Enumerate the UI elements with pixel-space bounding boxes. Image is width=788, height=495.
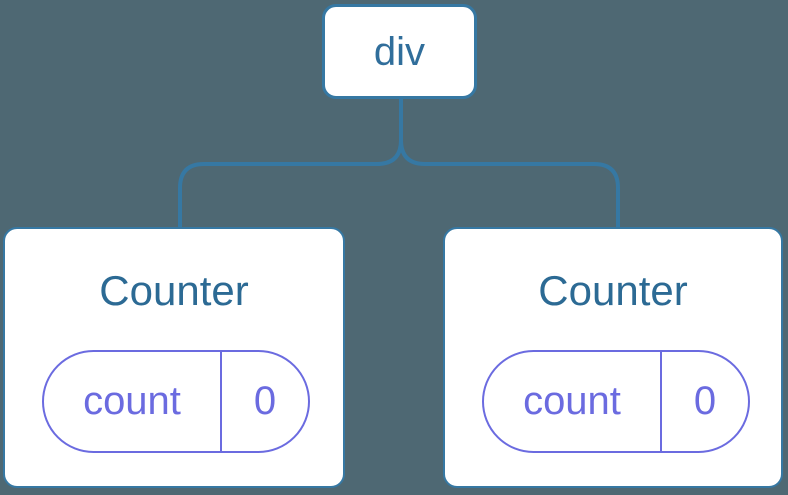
state-value: 0 xyxy=(660,352,748,451)
state-value: 0 xyxy=(220,352,308,451)
state-pill: count 0 xyxy=(482,350,750,453)
state-key: count xyxy=(523,379,621,423)
counter-title: Counter xyxy=(99,267,249,314)
connector-left-branch xyxy=(178,98,403,228)
state-pill: count 0 xyxy=(42,350,310,453)
tree-node-counter-second: Counter count 0 xyxy=(443,227,783,488)
connector-right-branch xyxy=(399,98,620,228)
root-node-label: div xyxy=(373,29,426,74)
tree-node-counter-first: Counter count 0 xyxy=(3,227,345,488)
tree-node-div: div xyxy=(322,4,477,99)
state-key: count xyxy=(83,379,181,423)
counter-title: Counter xyxy=(538,267,688,314)
